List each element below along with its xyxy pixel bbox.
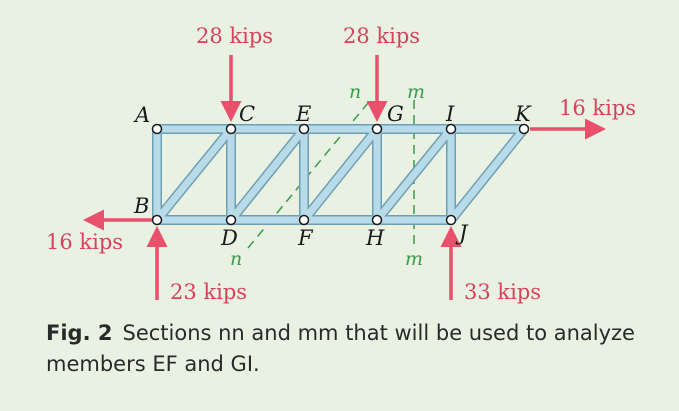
joint-i: [445, 123, 457, 135]
node-label-b: B: [133, 194, 149, 218]
load-label-j-up: 33 kips: [464, 280, 541, 304]
node-label-e: E: [295, 102, 311, 126]
node-label-g: G: [387, 102, 404, 126]
load-arrows: [83, 55, 606, 300]
section-label-m-top: m: [407, 81, 425, 103]
joint-j: [445, 214, 457, 226]
node-label-d: D: [220, 226, 238, 250]
joint-a: [151, 123, 163, 135]
node-label-k: K: [514, 102, 532, 126]
section-label-n-bottom: n: [230, 248, 242, 270]
section-label-m-bottom: m: [405, 248, 423, 270]
node-label-c: C: [239, 102, 255, 126]
joint-d: [225, 214, 237, 226]
truss-members: [152, 124, 528, 225]
truss-joints: [151, 123, 530, 226]
node-label-i: I: [445, 102, 455, 126]
joint-f: [298, 214, 310, 226]
node-label-a: A: [133, 103, 150, 127]
figure-number: Fig. 2: [46, 321, 113, 345]
load-label-g: 28 kips: [343, 24, 420, 48]
joint-e: [298, 123, 310, 135]
load-label-c: 28 kips: [196, 24, 273, 48]
joint-b: [151, 214, 163, 226]
joint-h: [371, 214, 383, 226]
joint-k: [518, 123, 530, 135]
node-label-j: J: [455, 221, 469, 245]
section-label-n-top: n: [349, 81, 361, 103]
node-label-f: F: [297, 226, 314, 250]
figure-caption-text: Sections nn and mm that will be used to …: [46, 321, 635, 376]
load-label-b-up: 23 kips: [170, 280, 247, 304]
joint-c: [225, 123, 237, 135]
load-label-b-left: 16 kips: [46, 230, 123, 254]
load-label-k: 16 kips: [559, 96, 636, 120]
joint-g: [371, 123, 383, 135]
node-label-h: H: [365, 226, 385, 250]
